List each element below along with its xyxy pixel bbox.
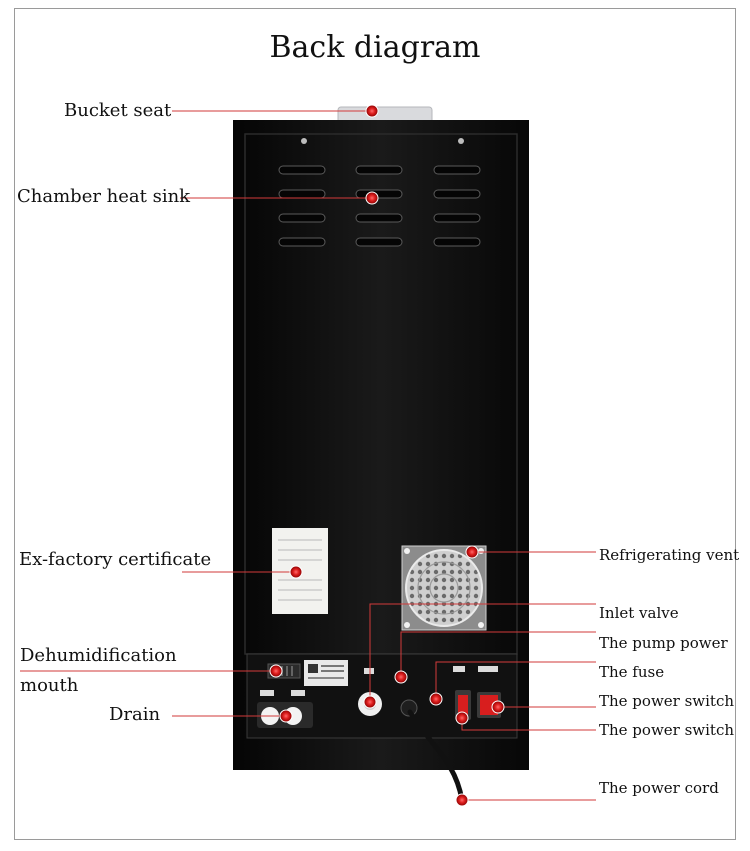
label-fuse: The fuse — [599, 663, 665, 681]
marker-power-cord — [455, 793, 469, 807]
label-dehumidification-line1: Dehumidification — [20, 645, 177, 666]
heat-sink-vents — [278, 165, 481, 247]
power-cord — [407, 709, 465, 803]
marker-drain — [279, 709, 293, 723]
label-pump-power: The pump power — [599, 634, 728, 652]
marker-fuse — [429, 692, 443, 706]
marker-certificate — [289, 565, 303, 579]
label-bucket-seat: Bucket seat — [64, 100, 172, 121]
bottom-control-panel — [246, 653, 518, 739]
label-inlet-valve: Inlet valve — [599, 604, 679, 622]
leader-lines — [20, 110, 596, 801]
outer-frame — [14, 8, 736, 840]
callout-markers — [269, 104, 505, 807]
marker-dehumidification — [269, 664, 283, 678]
marker-heat-sink — [365, 191, 379, 205]
page-title: Back diagram — [269, 30, 481, 65]
label-dehumidification-line2: mouth — [20, 675, 79, 696]
marker-power-switch-1 — [491, 700, 505, 714]
label-power-switch-1: The power switch — [599, 692, 735, 710]
label-power-cord: The power cord — [599, 779, 719, 797]
marker-inlet-valve — [363, 695, 377, 709]
marker-refrigerating-vent — [465, 545, 479, 559]
label-chamber-heat-sink: Chamber heat sink — [17, 186, 191, 207]
marker-pump-power — [394, 670, 408, 684]
marker-power-switch-2 — [455, 711, 469, 725]
label-drain: Drain — [109, 704, 161, 725]
label-power-switch-2: The power switch — [599, 721, 735, 739]
label-ex-factory-certificate: Ex-factory certificate — [19, 549, 212, 570]
label-refrigerating-vent: Refrigerating vent — [599, 546, 740, 564]
marker-bucket-seat — [365, 104, 379, 118]
refrigerating-fan-grill — [401, 545, 487, 631]
